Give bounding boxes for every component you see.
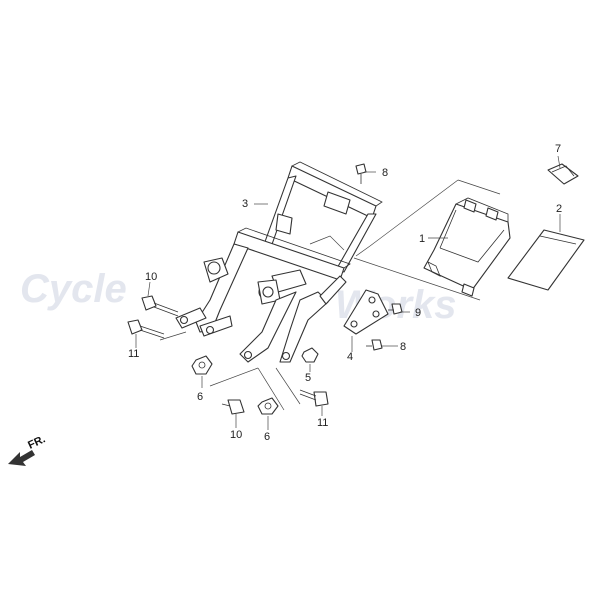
bolt-part-11-lower: [299, 389, 329, 407]
battery-box-part-1: [423, 197, 511, 297]
bolt-part-10-lower: [221, 399, 245, 415]
bolt-part-11-upper: [127, 319, 165, 339]
bolt-part-8-top: [355, 163, 367, 184]
bracket-part-4: [343, 289, 389, 335]
callout-5: 5: [305, 372, 311, 384]
leader-lines: [135, 155, 561, 430]
watermark: Cycle Works: [20, 267, 457, 327]
watermark-line1: Cycle: [20, 267, 127, 311]
bolt-part-8-lower: [366, 339, 383, 351]
nut-part-5: [301, 347, 319, 363]
pad-part-2: [507, 229, 585, 291]
bolt-part-10-upper: [141, 295, 179, 317]
callout-6-lower: 6: [264, 431, 270, 443]
callout-11-lower: 11: [317, 417, 328, 429]
arrow-icon: [8, 450, 35, 466]
callout-2: 2: [556, 203, 562, 215]
callouts: 1 2 3 4 5 6 6 7 8 8 9 10 10 11 11: [128, 143, 562, 443]
callout-8-top: 8: [382, 167, 388, 179]
callout-10-lower: 10: [230, 429, 242, 441]
callout-1: 1: [419, 233, 425, 245]
callout-4: 4: [347, 351, 353, 363]
nut-part-6-lower: [257, 397, 279, 415]
band-part-7: [547, 163, 579, 185]
callout-11-upper: 11: [128, 348, 139, 360]
callout-7: 7: [555, 143, 561, 155]
callout-6-upper: 6: [197, 391, 203, 403]
front-direction-indicator: FR.: [8, 433, 47, 466]
nut-part-6-upper: [191, 355, 213, 375]
sub-frame-part-3: [175, 161, 383, 363]
direction-label: FR.: [26, 433, 47, 451]
callout-10-upper: 10: [145, 271, 157, 283]
callout-8-lower: 8: [400, 341, 406, 353]
callout-9: 9: [415, 307, 421, 319]
callout-3: 3: [242, 198, 248, 210]
